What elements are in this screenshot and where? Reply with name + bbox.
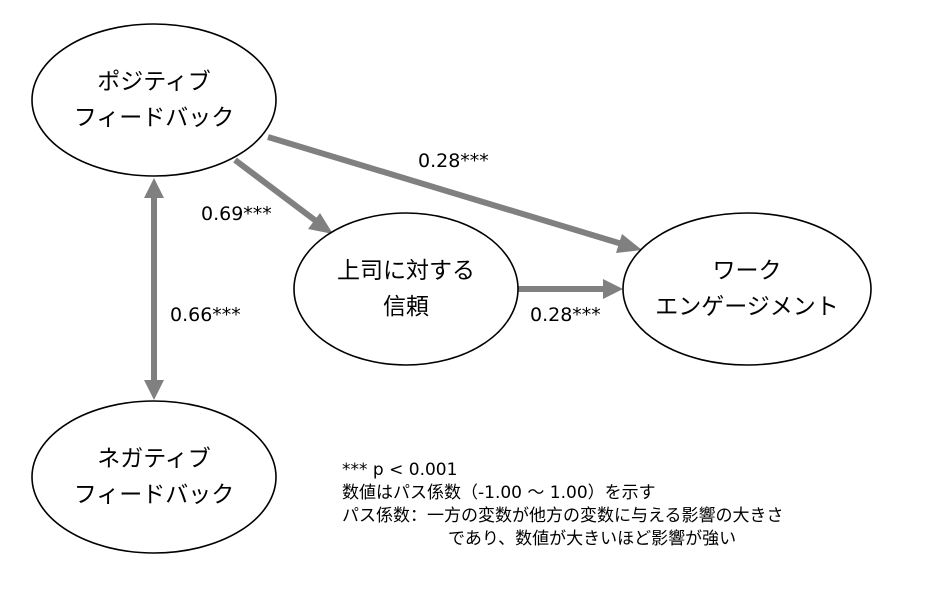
- node-supervisor-trust-line1: 上司に対する: [337, 258, 475, 284]
- arrow-correlation-head-up: [144, 178, 164, 198]
- arrow-trust-to-engagement-head: [603, 279, 623, 299]
- note-path-coefficient-definition: パス係数：一方の変数が他方の変数に与える影響の大きさ: [342, 506, 784, 526]
- arrow-positive-to-trust: [233, 157, 318, 224]
- node-work-engagement-line2: エンゲージメント: [655, 294, 839, 320]
- node-work-engagement: [622, 212, 872, 366]
- node-negative-feedback: [31, 400, 277, 554]
- node-supervisor-trust-line2: 信頼: [383, 294, 429, 320]
- arrow-positive-to-engagement-head: [616, 234, 642, 253]
- note-significance: *** p < 0.001: [342, 460, 458, 480]
- node-work-engagement-label: ワーク エンゲージメント: [642, 253, 852, 325]
- arrow-positive-to-trust-head: [308, 213, 333, 234]
- node-negative-feedback-line2: フィードバック: [73, 482, 235, 508]
- node-positive-feedback-line2: フィードバック: [73, 105, 235, 131]
- node-work-engagement-line1: ワーク: [712, 258, 782, 284]
- node-negative-feedback-label: ネガティブ フィードバック: [54, 441, 254, 513]
- node-positive-feedback-line1: ポジティブ: [97, 69, 211, 95]
- arrow-positive-to-engagement: [267, 134, 623, 247]
- node-positive-feedback-label: ポジティブ フィードバック: [54, 64, 254, 136]
- note-path-coefficient-definition-cont: であり、数値が大きいほど影響が強い: [448, 529, 737, 549]
- notes-block: *** p < 0.001 数値はパス係数（-1.00 ～ 1.00）を示す パ…: [342, 459, 784, 551]
- edge-label-positive-to-trust: 0.69***: [201, 203, 272, 225]
- node-supervisor-trust: [293, 212, 519, 366]
- node-positive-feedback: [31, 23, 277, 177]
- arrow-correlation-head-down: [144, 380, 164, 400]
- node-supervisor-trust-label: 上司に対する 信頼: [316, 253, 496, 325]
- edge-label-positive-negative-correlation: 0.66***: [170, 304, 241, 326]
- edge-label-trust-to-engagement: 0.28***: [530, 304, 601, 326]
- note-path-coefficient-range: 数値はパス係数（-1.00 ～ 1.00）を示す: [342, 483, 656, 503]
- edge-label-positive-to-engagement: 0.28***: [418, 150, 489, 172]
- node-negative-feedback-line1: ネガティブ: [97, 446, 211, 472]
